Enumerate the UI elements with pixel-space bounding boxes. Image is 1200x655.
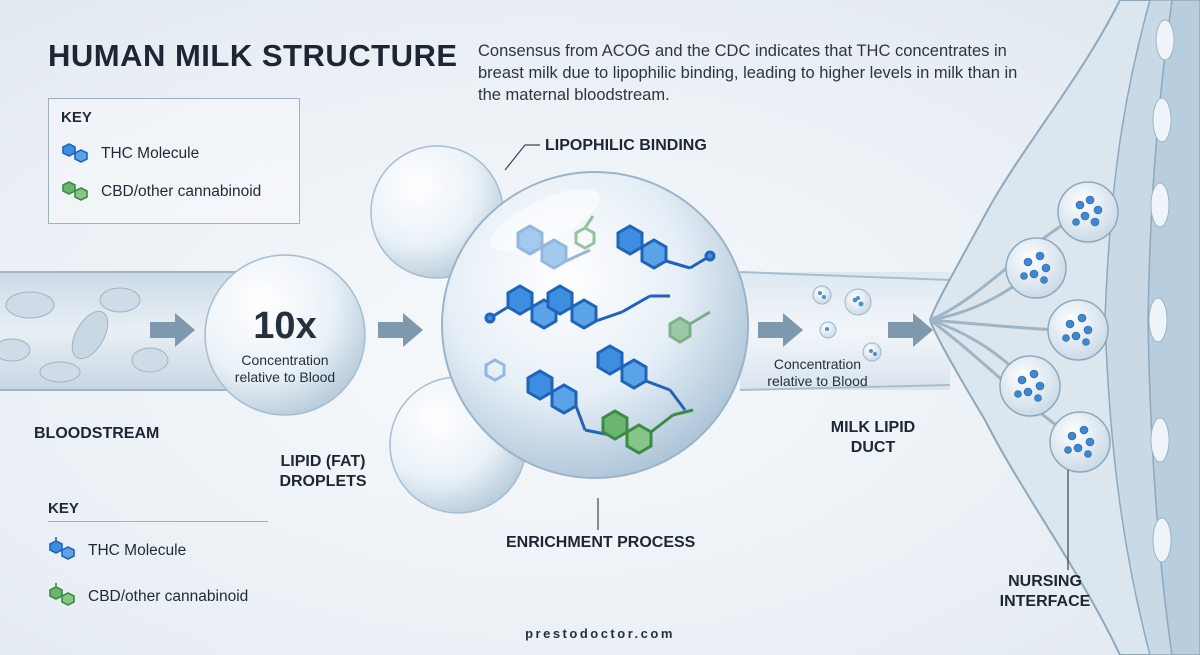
blood-vessel	[0, 271, 240, 391]
cbd-molecule-icon	[49, 583, 75, 606]
flow-arrows	[150, 313, 933, 347]
cbd-molecules	[574, 215, 711, 455]
label-bloodstream: BLOODSTREAM	[34, 425, 160, 442]
key-thc-label: THC Molecule	[88, 542, 187, 559]
label-nursing-interface: NURSING INTERFACE	[999, 573, 1091, 610]
page-title: HUMAN MILK STRUCTURE	[48, 38, 458, 73]
alveoli	[999, 181, 1119, 473]
key-box-bottom: KEY THC Molecule CBD/other cannabinoid	[48, 500, 268, 606]
key-row-thc: THC Molecule	[61, 141, 199, 167]
cbd-molecule-icon	[62, 181, 88, 201]
concentration-multiplier: 10x	[253, 305, 317, 347]
label-lipophilic-binding: LIPOPHILIC BINDING	[545, 137, 707, 154]
key-row-thc: THC Molecule	[48, 536, 186, 566]
key-box-top: KEY THC Molecule CBD/other cannabinoid	[48, 98, 300, 224]
footer-url: prestodoctor.com	[525, 626, 675, 641]
label-enrichment-process: ENRICHMENT PROCESS	[506, 534, 696, 551]
thc-molecules	[484, 224, 716, 437]
key-heading: KEY	[48, 500, 268, 522]
thc-molecule-icon	[62, 143, 88, 163]
key-cbd-label: CBD/other cannabinoid	[88, 588, 249, 605]
concentration-caption-droplet: Concentration relative to Blood	[234, 352, 336, 385]
concentration-caption-duct: Concentration relative to Blood	[767, 356, 868, 389]
key-row-cbd: CBD/other cannabinoid	[61, 179, 261, 205]
lipid-droplet-concentration	[204, 254, 366, 416]
intro-text: Consensus from ACOG and the CDC indicate…	[478, 42, 1018, 104]
thc-molecule-icon	[49, 537, 75, 560]
key-thc-label: THC Molecule	[101, 145, 200, 162]
key-cbd-label: CBD/other cannabinoid	[101, 183, 262, 200]
label-milk-lipid-duct: MILK LIPID DUCT	[830, 419, 916, 456]
key-heading: KEY	[61, 109, 92, 126]
key-row-cbd: CBD/other cannabinoid	[48, 582, 248, 612]
label-lipid-droplets: LIPID (FAT) DROPLETS	[279, 453, 367, 490]
